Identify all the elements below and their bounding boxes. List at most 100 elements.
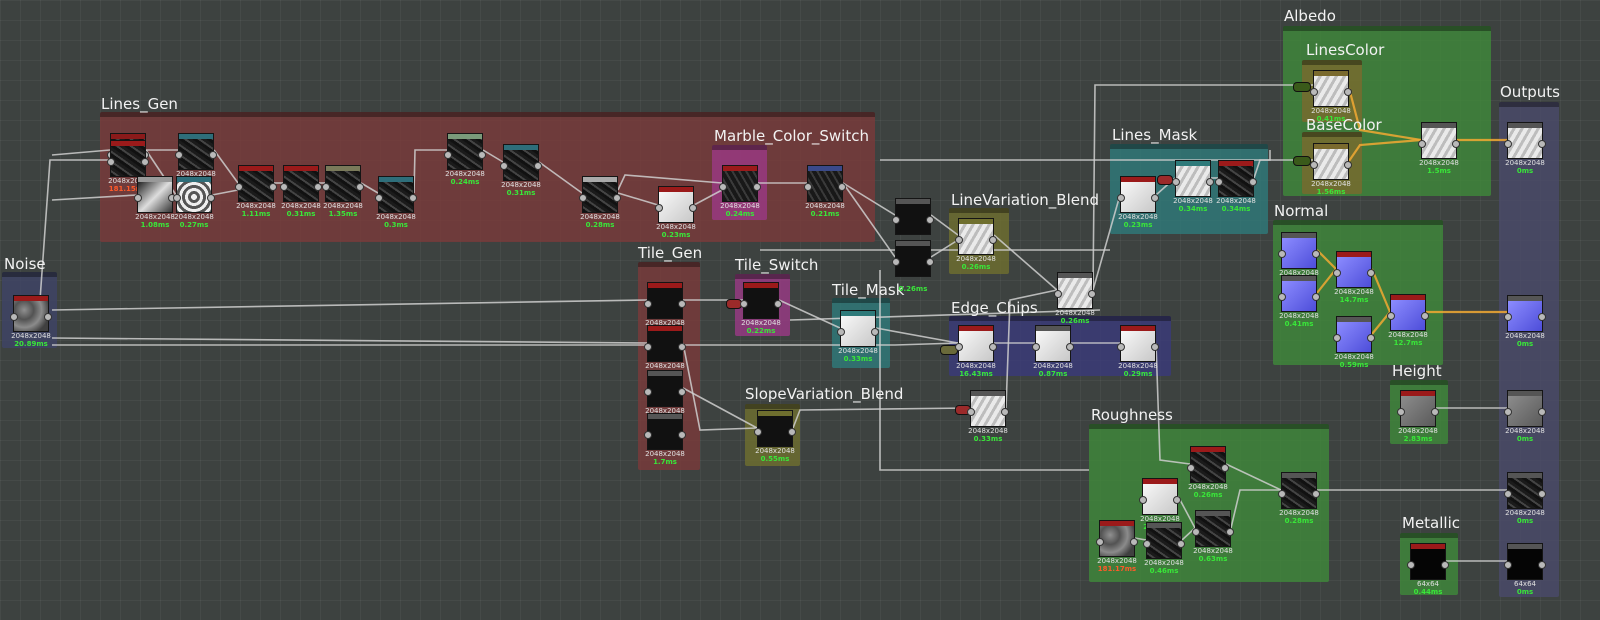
input-pin-icon[interactable] (955, 236, 963, 244)
graph-node[interactable] (1397, 390, 1439, 427)
graph-node[interactable] (173, 176, 215, 213)
input-pin-icon[interactable] (644, 300, 652, 308)
input-pin-icon[interactable] (1143, 540, 1151, 548)
output-pin-icon[interactable] (269, 183, 277, 191)
output-pin-icon[interactable] (989, 236, 997, 244)
graph-node[interactable] (1139, 478, 1181, 515)
input-pin-icon[interactable] (1032, 343, 1040, 351)
graph-node[interactable] (644, 325, 686, 362)
graph-node[interactable] (1333, 251, 1375, 288)
input-pin-icon[interactable] (1278, 250, 1286, 258)
input-pin-icon[interactable] (1310, 161, 1318, 169)
graph-node[interactable] (1187, 446, 1229, 483)
output-pin-icon[interactable] (613, 194, 621, 202)
input-pin-icon[interactable] (1278, 293, 1286, 301)
graph-node[interactable] (1117, 325, 1159, 362)
output-pin-icon[interactable] (838, 183, 846, 191)
output-pin-icon[interactable] (1001, 408, 1009, 416)
graph-node[interactable] (1143, 522, 1185, 559)
output-pin-icon[interactable] (356, 183, 364, 191)
output-pin-icon[interactable] (989, 343, 997, 351)
graph-node[interactable] (1032, 325, 1074, 362)
output-pin-icon[interactable] (1312, 490, 1320, 498)
input-pin-icon[interactable] (1418, 140, 1426, 148)
output-pin-icon[interactable] (1312, 293, 1320, 301)
graph-node[interactable] (375, 176, 417, 213)
graph-node[interactable] (1054, 272, 1096, 309)
input-pin-icon[interactable] (804, 183, 812, 191)
graph-node[interactable] (804, 165, 846, 202)
input-pin-icon[interactable] (644, 388, 652, 396)
link-connector[interactable] (1293, 82, 1311, 92)
graph-node[interactable] (644, 282, 686, 319)
input-pin-icon[interactable] (644, 431, 652, 439)
graph-node[interactable] (1278, 232, 1320, 269)
input-pin-icon[interactable] (1117, 194, 1125, 202)
graph-node[interactable] (1096, 520, 1138, 557)
graph-node[interactable] (1387, 294, 1429, 331)
input-pin-icon[interactable] (1172, 178, 1180, 186)
input-pin-icon[interactable] (1215, 178, 1223, 186)
input-pin-icon[interactable] (1096, 538, 1104, 546)
graph-node[interactable] (1504, 543, 1546, 580)
graph-node[interactable] (1278, 275, 1320, 312)
graph-node[interactable] (579, 176, 621, 213)
output-pin-icon[interactable] (1177, 540, 1185, 548)
input-pin-icon[interactable] (1117, 343, 1125, 351)
input-pin-icon[interactable] (1310, 88, 1318, 96)
input-pin-icon[interactable] (500, 162, 508, 170)
input-pin-icon[interactable] (175, 151, 183, 159)
graph-node[interactable] (837, 310, 879, 347)
graph-node[interactable] (644, 413, 686, 450)
input-pin-icon[interactable] (280, 183, 288, 191)
graph-node[interactable] (1407, 543, 1449, 580)
output-pin-icon[interactable] (926, 258, 934, 266)
output-pin-icon[interactable] (534, 162, 542, 170)
input-pin-icon[interactable] (754, 428, 762, 436)
input-pin-icon[interactable] (644, 343, 652, 351)
output-pin-icon[interactable] (1344, 161, 1352, 169)
output-pin-icon[interactable] (1431, 408, 1439, 416)
output-pin-icon[interactable] (678, 388, 686, 396)
graph-node[interactable] (134, 176, 176, 213)
graph-node[interactable] (740, 282, 782, 319)
link-connector[interactable] (1293, 156, 1311, 166)
input-pin-icon[interactable] (444, 151, 452, 159)
output-pin-icon[interactable] (1221, 464, 1229, 472)
input-pin-icon[interactable] (1397, 408, 1405, 416)
output-pin-icon[interactable] (1538, 140, 1546, 148)
input-pin-icon[interactable] (173, 194, 181, 202)
output-pin-icon[interactable] (1151, 194, 1159, 202)
output-pin-icon[interactable] (1441, 561, 1449, 569)
graph-node[interactable] (967, 390, 1009, 427)
input-pin-icon[interactable] (1192, 528, 1200, 536)
input-pin-icon[interactable] (837, 328, 845, 336)
output-pin-icon[interactable] (1173, 496, 1181, 504)
input-pin-icon[interactable] (10, 313, 18, 321)
graph-node[interactable] (444, 133, 486, 170)
graph-node[interactable] (1172, 160, 1214, 197)
output-pin-icon[interactable] (1538, 561, 1546, 569)
graph-node[interactable] (280, 165, 322, 202)
input-pin-icon[interactable] (892, 216, 900, 224)
graph-node[interactable] (754, 410, 796, 447)
graph-node[interactable] (719, 165, 761, 202)
graph-node[interactable] (892, 198, 934, 235)
output-pin-icon[interactable] (1226, 528, 1234, 536)
input-pin-icon[interactable] (1054, 290, 1062, 298)
output-pin-icon[interactable] (1344, 88, 1352, 96)
graph-node[interactable] (1192, 510, 1234, 547)
output-pin-icon[interactable] (1367, 269, 1375, 277)
input-pin-icon[interactable] (1387, 312, 1395, 320)
input-pin-icon[interactable] (967, 408, 975, 416)
graph-node[interactable] (1215, 160, 1257, 197)
output-pin-icon[interactable] (788, 428, 796, 436)
output-pin-icon[interactable] (871, 328, 879, 336)
input-pin-icon[interactable] (740, 300, 748, 308)
output-pin-icon[interactable] (1367, 334, 1375, 342)
graph-node[interactable] (175, 133, 217, 170)
graph-node[interactable] (1278, 472, 1320, 509)
output-pin-icon[interactable] (1206, 178, 1214, 186)
graph-node[interactable] (1504, 472, 1546, 509)
